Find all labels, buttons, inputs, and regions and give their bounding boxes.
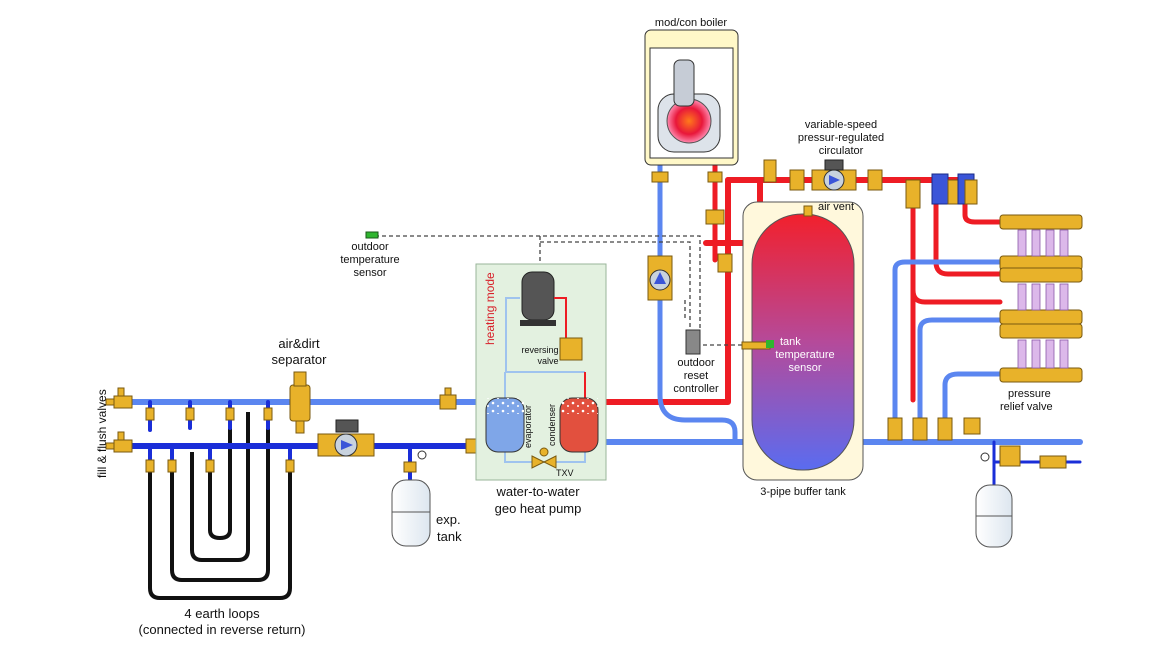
circulator-label-2: pressur-regulated	[798, 132, 884, 144]
air-dirt-separator	[289, 371, 311, 434]
outdoor-sensor-label-2: temperature	[340, 254, 399, 266]
boiler-circulator	[647, 171, 733, 301]
outdoor-temperature-sensor	[365, 231, 379, 239]
fill-flush-valves	[105, 387, 133, 453]
loop-valves	[145, 407, 295, 473]
system-circulator	[763, 159, 883, 191]
exp-tank-label-2: tank	[437, 529, 462, 544]
circulator-label-1: variable-speed	[805, 119, 877, 131]
earth-loops-label-1: 4 earth loops	[184, 606, 260, 621]
evaporator-label: evaporator	[523, 405, 533, 448]
air-dirt-label-2: separator	[272, 352, 328, 367]
heating-mode-label: heating mode	[483, 272, 497, 345]
condenser-label: condenser	[547, 404, 557, 446]
labels: mod/con boiler variable-speed pressur-re…	[95, 17, 1053, 637]
buffer-tank	[741, 201, 864, 481]
zone-valves	[905, 173, 978, 209]
mod-con-boiler	[644, 29, 739, 166]
expansion-tank-left	[391, 450, 431, 547]
earth-loops-label-2: (connected in reverse return)	[139, 622, 306, 637]
tank-sensor-label-3: sensor	[788, 362, 821, 374]
heat-pump	[475, 263, 607, 481]
fill-flush-label: fill & flush valves	[95, 389, 109, 478]
heat-pump-label-2: geo heat pump	[495, 501, 582, 516]
earth-loops	[148, 412, 292, 600]
circulator-label-3: circulator	[819, 145, 864, 157]
prv-label-1: pressure	[1008, 388, 1051, 400]
reversing-valve-label-2: valve	[537, 356, 558, 366]
exp-tank-label-1: exp.	[436, 512, 461, 527]
tank-sensor-label-1: tank	[780, 336, 801, 348]
loop-circulator	[317, 419, 375, 457]
air-vent-label: air vent	[818, 201, 854, 213]
heat-pump-label-1: water-to-water	[495, 484, 580, 499]
buffer-tank-label: 3-pipe buffer tank	[760, 486, 846, 498]
reversing-valve-label-1: reversing	[521, 345, 558, 355]
reset-controller-label-2: reset	[684, 370, 708, 382]
expansion-tank-right	[975, 452, 1013, 548]
air-dirt-label-1: air&dirt	[278, 336, 320, 351]
reset-controller-label-3: controller	[673, 383, 719, 395]
outdoor-sensor-label-3: sensor	[353, 267, 386, 279]
reset-controller-label-1: outdoor	[677, 357, 715, 369]
outdoor-sensor-label-1: outdoor	[351, 241, 389, 253]
prv-label-2: relief valve	[1000, 401, 1053, 413]
tank-sensor-label-2: temperature	[775, 349, 834, 361]
txv-label: TXV	[556, 468, 574, 478]
outdoor-reset-controller	[685, 329, 701, 355]
boiler-label: mod/con boiler	[655, 17, 727, 29]
manifolds	[999, 214, 1083, 383]
return-valves	[887, 417, 1067, 469]
